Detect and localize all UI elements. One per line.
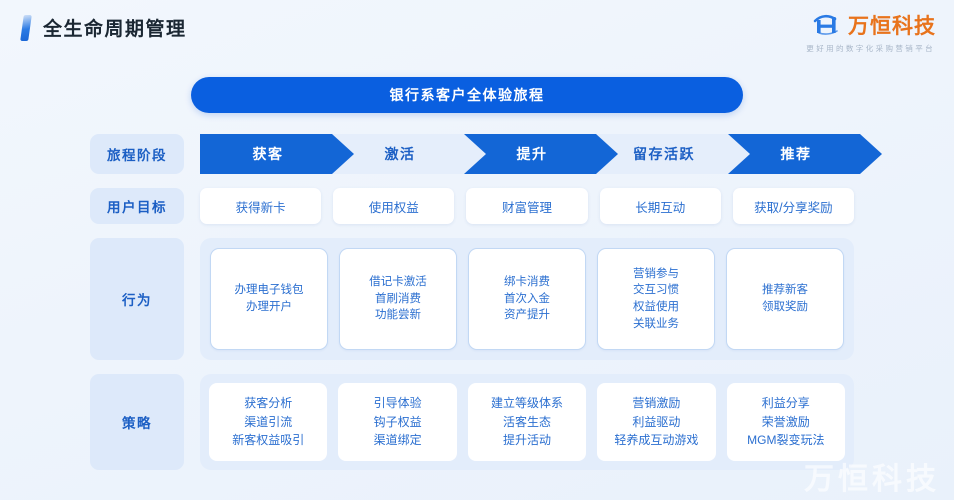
strategy-card-line: 活客生态 bbox=[502, 414, 551, 429]
strategy-card-line: 轻养成互动游戏 bbox=[614, 433, 699, 448]
logo-tagline: 更好用的数字化采购营销平台 bbox=[806, 44, 935, 53]
behavior-card-line: 功能尝新 bbox=[375, 309, 421, 322]
brand-logo: 万恒科技 更好用的数字化采购营销平台 bbox=[806, 10, 936, 54]
logo-row: 万恒科技 bbox=[813, 10, 936, 40]
behavior-card-1[interactable]: 办理电子钱包办理开户 bbox=[210, 248, 328, 350]
behavior-card-line: 资产提升 bbox=[504, 309, 550, 322]
goal-pill-group: 获得新卡使用权益财富管理长期互动获取/分享奖励 bbox=[200, 188, 854, 224]
goal-pill-4[interactable]: 长期互动 bbox=[599, 188, 721, 224]
row-label-goal: 用户目标 bbox=[90, 188, 184, 224]
row-label-strategy: 策略 bbox=[90, 374, 184, 470]
strategy-card-line: 利益驱动 bbox=[632, 414, 681, 429]
h-logo-icon bbox=[813, 14, 838, 35]
behavior-card-line: 办理开户 bbox=[246, 301, 292, 313]
behavior-card-5[interactable]: 推荐新客领取奖励 bbox=[726, 248, 844, 350]
behavior-card-line: 交互习惯 bbox=[633, 284, 679, 297]
behavior-card-line: 关联业务 bbox=[633, 317, 679, 330]
behavior-card-2[interactable]: 借记卡激活首刷消费功能尝新 bbox=[339, 248, 457, 350]
strategy-row: 策略 获客分析渠道引流新客权益吸引引导体验钩子权益渠道绑定建立等级体系活客生态提… bbox=[90, 374, 854, 470]
behavior-row: 行为 办理电子钱包办理开户借记卡激活首刷消费功能尝新绑卡消费首次入金资产提升营销… bbox=[90, 238, 854, 360]
goal-pill-5[interactable]: 获取/分享奖励 bbox=[732, 188, 854, 224]
behavior-card-line: 权益使用 bbox=[633, 301, 679, 313]
behavior-card-line: 绑卡消费 bbox=[504, 275, 550, 288]
stage-chevron-2[interactable]: 激活 bbox=[332, 134, 486, 174]
stage-chevron-label: 激活 bbox=[384, 146, 416, 162]
strategy-card-line: 新客权益吸引 bbox=[232, 433, 305, 448]
journey-stage-row: 旅程阶段 获客 激活 提升 留存活跃 推荐 bbox=[90, 134, 854, 174]
strategy-card-line: MGM裂变玩法 bbox=[747, 433, 825, 448]
strategy-card-line: 利益分享 bbox=[761, 396, 810, 411]
stage-chevron-label: 留存活跃 bbox=[633, 146, 695, 162]
page-header: 全生命周期管理 万恒科技 更好用的数字化采购营销平台 bbox=[0, 0, 954, 60]
strategy-card-line: 渠道绑定 bbox=[373, 433, 422, 448]
row-label-behavior: 行为 bbox=[90, 238, 184, 360]
behavior-card-line: 办理电子钱包 bbox=[234, 284, 304, 297]
stage-chevron-shape-icon bbox=[332, 134, 486, 174]
row-label-stage: 旅程阶段 bbox=[90, 134, 184, 174]
stage-chevron-4[interactable]: 留存活跃 bbox=[596, 134, 750, 174]
page-title: 全生命周期管理 bbox=[43, 19, 187, 40]
behavior-card-3[interactable]: 绑卡消费首次入金资产提升 bbox=[468, 248, 586, 350]
behavior-card-line: 营销参与 bbox=[633, 267, 679, 280]
behavior-card-4[interactable]: 营销参与交互习惯权益使用关联业务 bbox=[597, 248, 715, 350]
stage-chevron-label: 提升 bbox=[516, 146, 548, 162]
strategy-card-line: 建立等级体系 bbox=[490, 396, 563, 411]
stage-chevron-shape-icon bbox=[200, 134, 354, 174]
journey-banner-title: 银行系客户全体验旅程 bbox=[389, 87, 545, 103]
behavior-card-line: 首次入金 bbox=[504, 292, 550, 305]
title-block: 全生命周期管理 bbox=[20, 14, 187, 41]
behavior-card-line: 首刷消费 bbox=[375, 292, 421, 305]
strategy-card-line: 钩子权益 bbox=[373, 414, 422, 429]
strategy-card-2[interactable]: 引导体验钩子权益渠道绑定 bbox=[338, 383, 457, 461]
strategy-card-1[interactable]: 获客分析渠道引流新客权益吸引 bbox=[209, 383, 328, 461]
stage-chevron-5[interactable]: 推荐 bbox=[728, 134, 882, 174]
logo-name: 万恒科技 bbox=[848, 15, 936, 38]
stage-chevron-1[interactable]: 获客 bbox=[200, 134, 354, 174]
stage-chevron-3[interactable]: 提升 bbox=[464, 134, 618, 174]
goal-pill-2[interactable]: 使用权益 bbox=[333, 188, 455, 224]
stage-chevron-shape-icon bbox=[596, 134, 750, 174]
strategy-card-line: 引导体验 bbox=[373, 396, 422, 411]
stage-chevron-track: 获客 激活 提升 留存活跃 推荐 bbox=[200, 134, 854, 174]
behavior-card-line: 领取奖励 bbox=[762, 301, 808, 313]
goal-pill-3[interactable]: 财富管理 bbox=[466, 188, 588, 224]
stage-chevron-shape-icon bbox=[728, 134, 882, 174]
stage-chevron-shape-icon bbox=[464, 134, 618, 174]
strategy-card-line: 营销激励 bbox=[632, 396, 681, 411]
stage-chevron-label: 推荐 bbox=[780, 146, 812, 162]
strategy-card-line: 渠道引流 bbox=[244, 414, 293, 429]
goal-pill-1[interactable]: 获得新卡 bbox=[200, 188, 322, 224]
behavior-card-group: 办理电子钱包办理开户借记卡激活首刷消费功能尝新绑卡消费首次入金资产提升营销参与交… bbox=[200, 238, 854, 360]
stage-chevron-label: 获客 bbox=[252, 146, 284, 162]
user-goal-row: 用户目标 获得新卡使用权益财富管理长期互动获取/分享奖励 bbox=[90, 188, 854, 224]
title-accent-bar-icon bbox=[20, 14, 32, 41]
strategy-card-line: 获客分析 bbox=[244, 396, 293, 411]
journey-banner: 银行系客户全体验旅程 bbox=[191, 77, 743, 113]
strategy-card-4[interactable]: 营销激励利益驱动轻养成互动游戏 bbox=[597, 383, 716, 461]
strategy-card-line: 提升活动 bbox=[502, 433, 551, 448]
strategy-card-line: 荣誉激励 bbox=[761, 414, 810, 429]
strategy-card-5[interactable]: 利益分享荣誉激励 MGM裂变玩法 bbox=[726, 383, 845, 461]
strategy-card-3[interactable]: 建立等级体系活客生态提升活动 bbox=[467, 383, 587, 461]
behavior-card-line: 推荐新客 bbox=[762, 284, 808, 297]
behavior-card-line: 借记卡激活 bbox=[369, 275, 427, 288]
strategy-card-group: 获客分析渠道引流新客权益吸引引导体验钩子权益渠道绑定建立等级体系活客生态提升活动… bbox=[200, 374, 854, 470]
